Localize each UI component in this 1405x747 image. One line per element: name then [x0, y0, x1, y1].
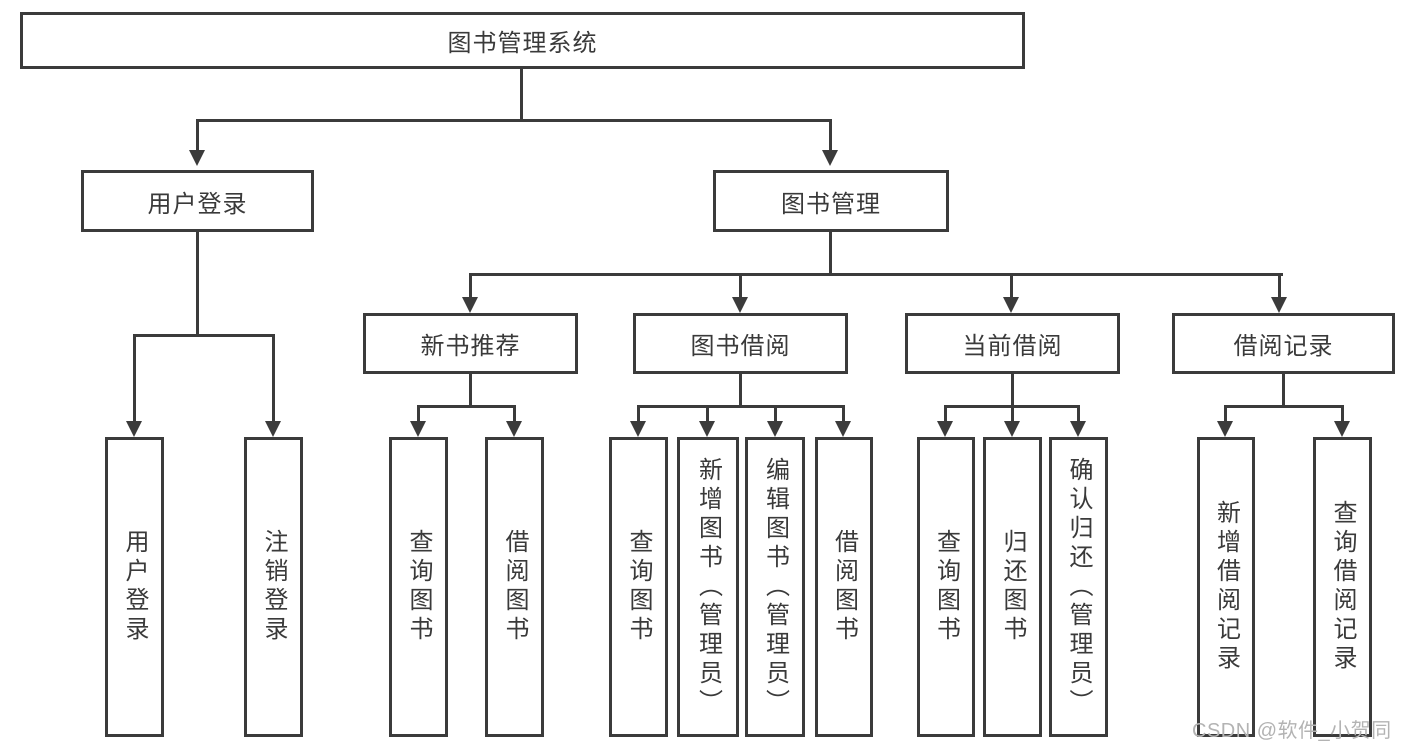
node-book-management: 图书管理 — [713, 170, 949, 232]
csdn-watermark: CSDN @软件_小贺同学 — [1192, 720, 1392, 742]
connector-root-horizontal — [196, 119, 832, 122]
arrow-down-icon — [265, 421, 281, 437]
connector-l3-stem — [739, 273, 742, 299]
connector-l3-stem — [1010, 273, 1013, 299]
node-book-borrowing: 图书借阅 — [633, 313, 848, 374]
connector-l3-stem — [469, 273, 472, 299]
arrow-down-icon — [1217, 421, 1233, 437]
arrow-down-icon — [937, 421, 953, 437]
arrow-down-icon — [1271, 297, 1287, 313]
node-borrow-records: 借阅记录 — [1172, 313, 1395, 374]
leaf-logout: 注销登录 — [244, 437, 303, 737]
connector-children-rail — [637, 405, 845, 408]
connector-book-mgmt-stem — [829, 119, 832, 155]
connector-leaf-stem — [513, 405, 516, 425]
connector-leaf-stem — [1341, 405, 1344, 425]
leaf-query-books-current: 查询图书 — [917, 437, 975, 737]
arrow-down-icon — [732, 297, 748, 313]
node-library-management-system: 图书管理系统 — [20, 12, 1025, 69]
connector-user-login-down — [196, 231, 199, 337]
connector-leaf-stem — [417, 405, 420, 425]
connector-leaf-stem — [637, 405, 640, 425]
leaf-query-books-borrowing: 查询图书 — [609, 437, 668, 737]
connector-user-login-children — [133, 334, 275, 337]
leaf-add-books-admin: 新增图书（管理员） — [677, 437, 739, 737]
connector-group-down — [469, 373, 472, 408]
connector-group-down — [739, 373, 742, 408]
connector-children-rail — [417, 405, 516, 408]
arrow-down-icon — [410, 421, 426, 437]
connector-leaf-stem — [1224, 405, 1227, 425]
connector-leaf-stem — [944, 405, 947, 425]
connector-user-login-stem — [196, 119, 199, 155]
connector-leaf-stem — [842, 405, 845, 425]
connector-group-down — [1011, 373, 1014, 408]
node-user-login: 用户登录 — [81, 170, 314, 232]
arrow-down-icon — [1334, 421, 1350, 437]
arrow-down-icon — [1004, 421, 1020, 437]
arrow-down-icon — [699, 421, 715, 437]
connector-leaf-stem — [774, 405, 777, 425]
connector-leaf-stem — [1077, 405, 1080, 425]
connector-children-rail — [1224, 405, 1344, 408]
arrow-down-icon — [822, 150, 838, 166]
arrow-down-icon — [462, 297, 478, 313]
connector-root-stem — [520, 68, 523, 122]
node-current-borrowing: 当前借阅 — [905, 313, 1120, 374]
connector-leaf-stem — [133, 334, 136, 422]
connector-l3-stem — [1278, 273, 1281, 299]
connector-leaf-stem — [272, 334, 275, 422]
arrow-down-icon — [767, 421, 783, 437]
connector-group-down — [1282, 373, 1285, 408]
node-new-book-recommend: 新书推荐 — [363, 313, 578, 374]
arrow-down-icon — [189, 150, 205, 166]
arrow-down-icon — [126, 421, 142, 437]
leaf-confirm-return-admin: 确认归还（管理员） — [1049, 437, 1108, 737]
arrow-down-icon — [1003, 297, 1019, 313]
arrow-down-icon — [630, 421, 646, 437]
arrow-down-icon — [835, 421, 851, 437]
connector-leaf-stem — [706, 405, 709, 425]
leaf-query-borrow-record: 查询借阅记录 — [1313, 437, 1372, 737]
connector-level3-horizontal — [469, 273, 1283, 276]
connector-leaf-stem — [1011, 405, 1014, 425]
leaf-borrow-books: 借阅图书 — [815, 437, 873, 737]
arrow-down-icon — [506, 421, 522, 437]
connector-book-mgmt-down — [829, 231, 832, 276]
leaf-add-borrow-record: 新增借阅记录 — [1197, 437, 1255, 737]
leaf-edit-books-admin: 编辑图书（管理员） — [745, 437, 805, 737]
leaf-user-login: 用户登录 — [105, 437, 164, 737]
leaf-borrow-books-recommend: 借阅图书 — [485, 437, 544, 737]
leaf-return-books: 归还图书 — [983, 437, 1042, 737]
leaf-query-books-recommend: 查询图书 — [389, 437, 448, 737]
arrow-down-icon — [1070, 421, 1086, 437]
